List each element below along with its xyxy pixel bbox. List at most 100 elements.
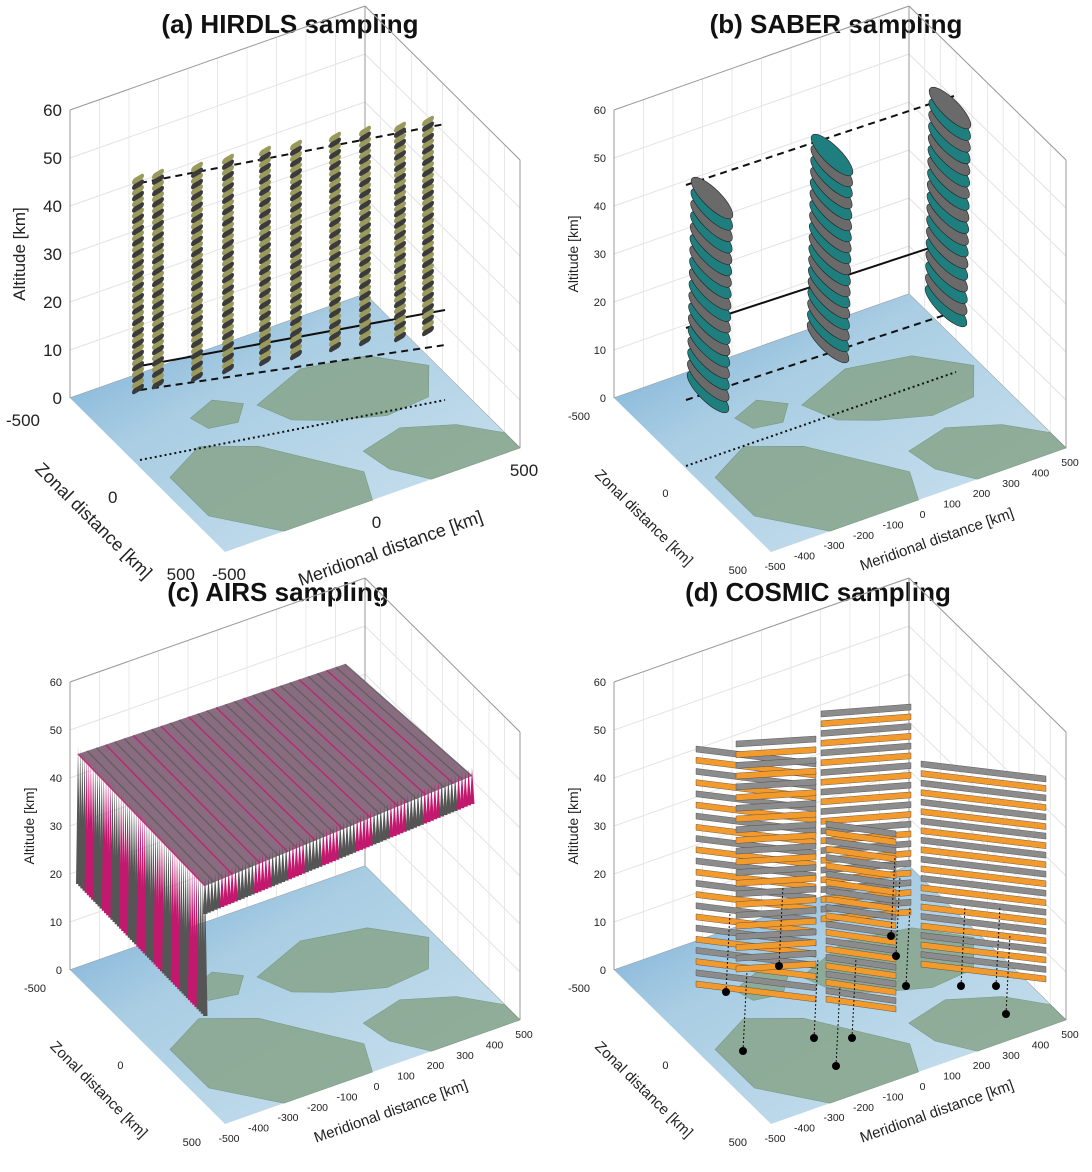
x-tick-label: 500: [1061, 1029, 1079, 1041]
x-tick-label: 200: [973, 1060, 991, 1072]
z-tick-label: 60: [43, 101, 62, 120]
sample-volume: [253, 857, 259, 894]
sample-volume: [132, 224, 144, 236]
sample-volume: [290, 344, 302, 355]
sample-volume: [329, 148, 341, 160]
sample-volume: [222, 329, 234, 341]
sample-volume: [191, 263, 203, 275]
sample-volume: [290, 219, 302, 230]
swath-ridge: [95, 747, 224, 879]
sample-volume: [250, 858, 255, 895]
sample-volume: [422, 127, 434, 138]
sample-volume: [422, 229, 434, 240]
sample-volume: [191, 360, 203, 371]
sample-volume: [329, 160, 341, 171]
sample-volume: [329, 137, 341, 148]
sample-volume: [290, 162, 302, 173]
sample-volume: [329, 302, 341, 313]
profile-stack: [806, 133, 854, 364]
swath-ridge: [280, 685, 409, 804]
sample-volume: [222, 233, 234, 244]
sample-volume: [152, 265, 164, 276]
sample-volume: [920, 960, 1047, 983]
sample-volume: [920, 932, 1047, 954]
sample-volume: [422, 252, 434, 263]
sample-volume: [329, 285, 341, 296]
sample-volume: [132, 349, 144, 361]
profile-stack: [686, 176, 734, 414]
sample-volume: [191, 161, 203, 173]
sample-volume: [191, 195, 203, 207]
sample-volume: [152, 299, 164, 310]
sample-volume: [359, 307, 371, 318]
sample-volume: [152, 225, 164, 236]
z-tick-label: 50: [594, 153, 606, 165]
sample-volume: [735, 789, 817, 801]
x-tick-label: 0: [920, 1081, 926, 1093]
sample-volume: [359, 205, 371, 216]
sample-volume: [191, 343, 203, 354]
sample-volume: [820, 713, 912, 728]
sample-volume: [152, 344, 164, 356]
sample-volume: [290, 253, 302, 264]
sample-volume: [825, 895, 897, 913]
sample-volume: [368, 809, 374, 846]
sample-volume: [329, 313, 341, 324]
sample-volume: [394, 280, 406, 292]
sample-volume: [394, 263, 406, 275]
sample-volume: [394, 252, 406, 263]
sample-volume: [259, 270, 271, 282]
sample-volume: [290, 315, 302, 327]
sample-volume: [132, 304, 144, 315]
land-mass: [169, 1017, 373, 1104]
profile-curtain: [394, 121, 406, 343]
sample-volume: [290, 298, 302, 310]
z-axis-label: Altitude [km]: [10, 207, 29, 301]
swath-ridge: [234, 700, 362, 823]
swath-ridge: [132, 734, 261, 864]
axis-edge: [613, 5, 910, 111]
z-tick-label: 30: [594, 821, 606, 833]
sample-volume: [359, 239, 371, 250]
sample-volume: [132, 281, 144, 293]
axis-edge: [908, 5, 1067, 161]
sample-volume: [359, 301, 371, 313]
sample-volume: [422, 172, 434, 183]
sample-volume: [132, 270, 144, 281]
sample-volume: [243, 861, 249, 898]
sample-volume: [191, 269, 203, 281]
sample-volume: [209, 875, 215, 912]
sample-volume: [825, 837, 897, 854]
sample-volume: [422, 787, 428, 824]
tangent-point: [1002, 1010, 1010, 1018]
sample-volume: [735, 896, 817, 908]
sample-volume: [422, 115, 434, 127]
sample-volume: [422, 178, 434, 189]
sample-volume: [152, 168, 164, 180]
sample-volume: [820, 791, 912, 806]
sample-volume: [443, 779, 448, 816]
sample-volume: [359, 148, 371, 159]
sample-volume: [359, 233, 371, 245]
z-tick-label: 10: [594, 345, 606, 357]
sample-volume: [825, 970, 897, 988]
sample-volume: [191, 292, 203, 303]
sample-volume: [394, 258, 406, 269]
sample-volume: [422, 246, 434, 257]
sample-volume: [152, 339, 164, 350]
sample-volume: [132, 258, 144, 270]
sample-volume: [825, 945, 897, 963]
sample-volume: [191, 178, 203, 190]
sample-volume: [446, 777, 451, 814]
sample-volume: [359, 318, 371, 330]
sample-volume: [259, 310, 271, 321]
swath-ridge: [151, 728, 280, 857]
y-tick-label: 0: [108, 488, 117, 507]
x-tick-label: -500: [218, 1133, 239, 1145]
sample-volume: [152, 185, 164, 197]
sample-volume: [388, 801, 394, 838]
sample-volume: [290, 338, 302, 349]
sample-volume: [152, 236, 164, 248]
sample-volume: [191, 235, 203, 246]
